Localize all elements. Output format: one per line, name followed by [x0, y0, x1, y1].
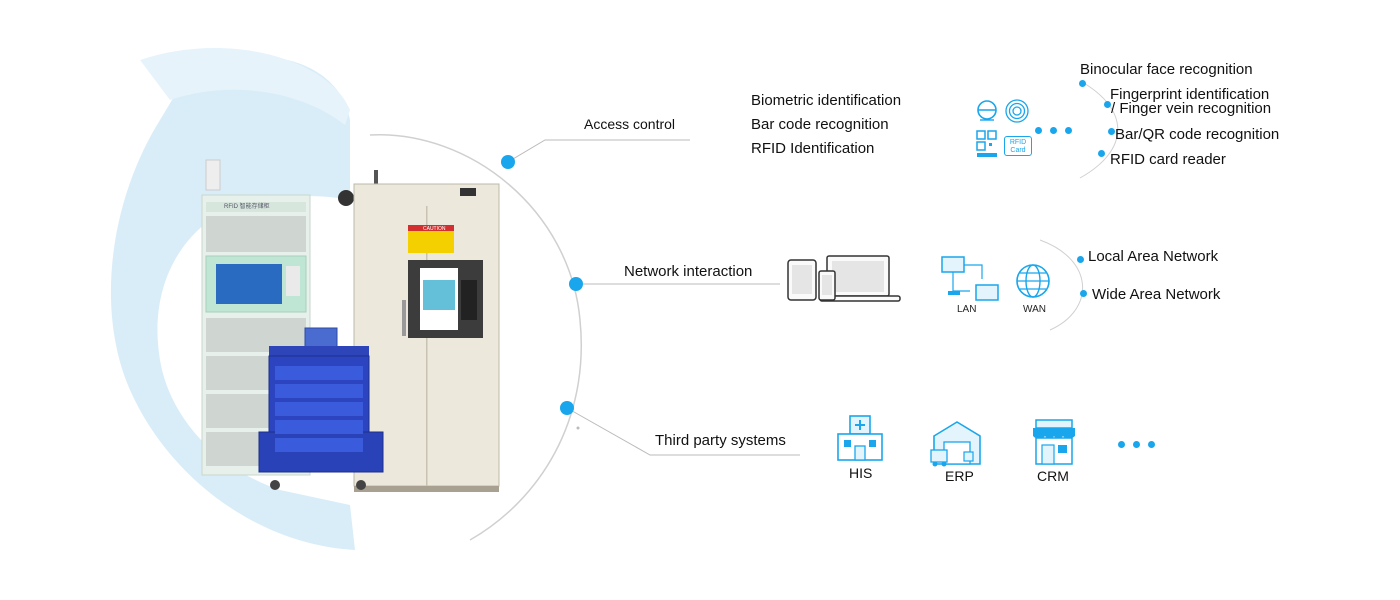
access-method-biometric: Biometric identification	[751, 92, 902, 109]
system-his: HIS	[849, 465, 873, 481]
access-method-barcode: Bar code recognition	[751, 116, 889, 133]
warehouse-icon	[930, 421, 981, 467]
access-method-rfid: RFID Identification	[751, 140, 875, 157]
system-erp: ERP	[945, 468, 974, 484]
network-detail-dot-2	[1080, 290, 1087, 297]
rfid-cabinet-header: RFID 智能存储柜	[224, 204, 270, 210]
access-detail-dot-4	[1098, 150, 1105, 157]
rfid-card-line2: Card	[1010, 147, 1026, 154]
network-detail-lan: Local Area Network	[1088, 248, 1219, 265]
wan-label: WAN	[1023, 304, 1046, 315]
wan-globe-icon	[1016, 264, 1050, 298]
fingerprint-icon	[1005, 99, 1029, 123]
caution-label: CAUTION	[423, 226, 446, 232]
qr-code-icon	[976, 130, 997, 157]
access-detail-finger-vein: / Finger vein recognition	[1111, 100, 1272, 117]
devices-icon	[787, 255, 901, 302]
access-detail-fingerprint: Fingerprint identification	[1110, 86, 1270, 103]
face-recognition-icon	[977, 100, 997, 121]
access-detail-dot-1	[1079, 80, 1086, 87]
system-crm: CRM	[1037, 468, 1069, 484]
access-detail-face: Binocular face recognition	[1080, 61, 1253, 78]
access-control-node	[501, 155, 515, 169]
lan-label: LAN	[957, 304, 977, 315]
access-more-ellipsis	[1035, 127, 1072, 134]
tool-cart	[258, 327, 384, 490]
network-interaction-label: Network interaction	[624, 263, 753, 280]
network-detail-dot-1	[1077, 256, 1084, 263]
third-party-more-ellipsis	[1118, 441, 1155, 448]
rfid-card-icon: RFID Card	[1004, 136, 1032, 156]
access-detail-dot-3	[1108, 128, 1115, 135]
access-control-label: Access control	[584, 116, 676, 132]
rfid-card-line1: RFID	[1009, 139, 1027, 146]
access-detail-dot-2	[1104, 101, 1111, 108]
access-detail-qr: Bar/QR code recognition	[1115, 126, 1280, 143]
lan-icon	[941, 256, 999, 301]
network-detail-wan: Wide Area Network	[1092, 286, 1221, 303]
store-icon	[1033, 419, 1075, 465]
hospital-icon	[837, 415, 883, 461]
third-party-node	[560, 401, 574, 415]
third-party-label: Third party systems	[655, 432, 786, 449]
network-interaction-node	[569, 277, 583, 291]
access-detail-rfid-reader: RFID card reader	[1110, 151, 1226, 168]
chemical-storage-cabinet	[338, 170, 500, 492]
